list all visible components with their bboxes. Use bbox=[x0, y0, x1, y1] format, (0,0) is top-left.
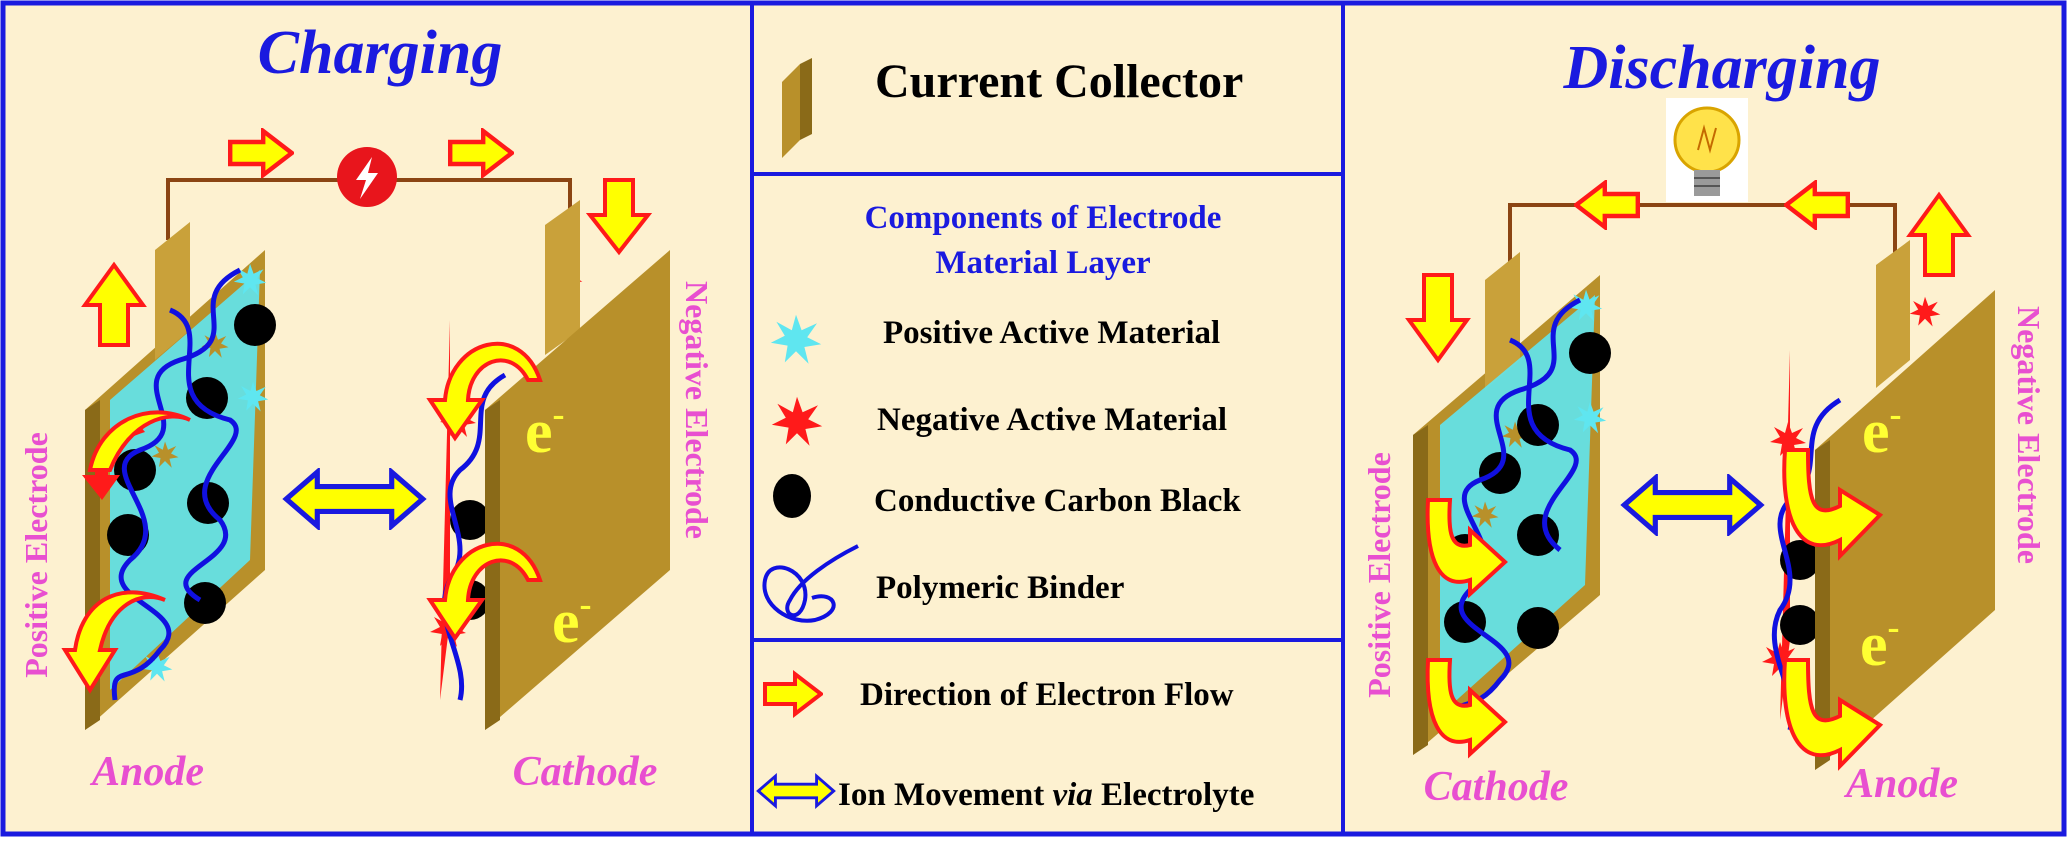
legend-ion-suffix: Electrolyte bbox=[1101, 777, 1254, 813]
current-collector-icon bbox=[782, 58, 812, 158]
electron-charge: - bbox=[1888, 607, 1900, 647]
legend-ion-via: via bbox=[1052, 777, 1092, 813]
svg-text:e-: e- bbox=[1862, 394, 1902, 466]
legend-negative-active: Negative Active Material bbox=[877, 402, 1227, 438]
negative-electrode: e- e- bbox=[1762, 240, 1995, 771]
electron-symbol: e bbox=[1860, 611, 1888, 679]
electron-flow-arrow-down bbox=[1405, 273, 1471, 364]
legend-electron-flow: Direction of Electron Flow bbox=[860, 677, 1234, 713]
electron-flow-arrow-up bbox=[1906, 191, 1972, 277]
positive-electrode-label: Positive Electrode bbox=[18, 432, 54, 678]
svg-text:Ion Movement via E: Ion Movement via Electrolyte bbox=[838, 777, 1254, 813]
legend-components-title-1: Components of Electrode bbox=[865, 200, 1222, 236]
discharging-panel: Discharging bbox=[1361, 34, 2047, 810]
anode-label: Anode bbox=[89, 749, 204, 795]
electron-symbol: e bbox=[552, 588, 580, 656]
legend-positive-active: Positive Active Material bbox=[883, 315, 1220, 351]
legend-ion-prefix: Ion Movement bbox=[838, 777, 1044, 813]
svg-text:e-: e- bbox=[552, 584, 592, 656]
legend-carbon-black: Conductive Carbon Black bbox=[874, 483, 1241, 519]
cathode-label: Cathode bbox=[1424, 764, 1569, 810]
polymeric-binder-icon bbox=[762, 544, 859, 623]
svg-text:e-: e- bbox=[525, 394, 565, 466]
light-bulb-icon bbox=[1666, 98, 1748, 202]
legend-binder: Polymeric Binder bbox=[876, 570, 1124, 606]
negative-electrode-label: Negative Electrode bbox=[2011, 306, 2047, 564]
electron-flow-arrow-up bbox=[81, 261, 147, 347]
anode-label: Anode bbox=[1843, 761, 1958, 807]
cathode-label: Cathode bbox=[513, 749, 658, 795]
electron-charge: - bbox=[553, 394, 565, 434]
charging-title: Charging bbox=[258, 19, 503, 87]
electron-charge: - bbox=[580, 584, 592, 624]
electron-charge: - bbox=[1890, 394, 1902, 434]
legend-current-collector: Current Collector bbox=[875, 55, 1243, 108]
charging-panel: Charging bbox=[18, 19, 715, 795]
positive-electrode bbox=[61, 222, 276, 730]
positive-electrode bbox=[1413, 252, 1611, 759]
positive-electrode-label: Positive Electrode bbox=[1361, 452, 1397, 698]
discharging-title: Discharging bbox=[1563, 34, 1881, 102]
carbon-black-icon bbox=[773, 474, 811, 518]
negative-electrode: e- e- bbox=[426, 200, 670, 730]
electron-symbol: e bbox=[525, 398, 553, 466]
power-source-icon bbox=[337, 147, 397, 207]
negative-electrode-label: Negative Electrode bbox=[679, 281, 715, 539]
electron-symbol: e bbox=[1862, 398, 1890, 466]
svg-text:e-: e- bbox=[1860, 607, 1900, 679]
legend-components-title-2: Material Layer bbox=[935, 245, 1150, 281]
electron-flow-arrow-down bbox=[585, 178, 653, 256]
legend-panel: Current Collector Components of Electrod… bbox=[756, 55, 1254, 813]
